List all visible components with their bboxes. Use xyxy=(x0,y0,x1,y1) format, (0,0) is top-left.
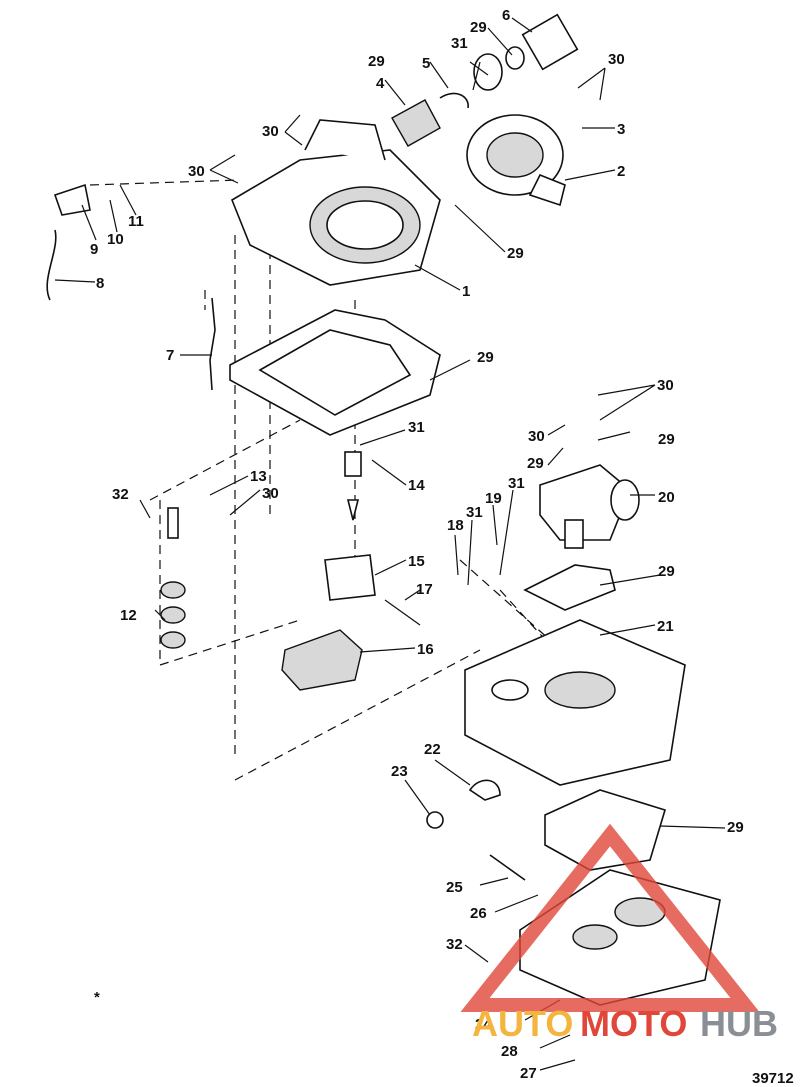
watermark-text-auto: AUTO xyxy=(472,1003,573,1044)
callout-28: 28 xyxy=(501,1043,518,1060)
callout-29-d: 29 xyxy=(477,349,494,366)
part-float xyxy=(281,629,363,691)
callout-29-c: 29 xyxy=(507,245,524,262)
callout-15: 15 xyxy=(408,553,425,570)
callout-31-a: 31 xyxy=(451,35,468,52)
callout-10: 10 xyxy=(107,231,124,248)
watermark-triangle-icon xyxy=(460,823,760,1012)
part-inlet-nut xyxy=(473,13,579,91)
callout-29-b: 29 xyxy=(368,53,385,70)
part-throttle-lever xyxy=(468,779,501,801)
callout-32-a: 32 xyxy=(112,486,129,503)
part-metering-rod-holder xyxy=(539,464,640,549)
callout-labels: 1 2 3 4 5 6 7 8 9 10 11 12 13 14 15 16 1… xyxy=(90,7,744,1082)
callout-14: 14 xyxy=(408,477,425,494)
part-float-hinge xyxy=(324,554,421,626)
callout-30-b: 30 xyxy=(262,123,279,140)
part-pump-gasket xyxy=(523,564,616,611)
part-air-horn xyxy=(231,119,441,286)
callout-31-d: 31 xyxy=(508,475,525,492)
callout-21: 21 xyxy=(657,618,674,635)
callout-13: 13 xyxy=(250,468,267,485)
callout-17: 17 xyxy=(416,581,433,598)
callout-20: 20 xyxy=(658,489,675,506)
callout-25: 25 xyxy=(446,879,463,896)
callout-31-c: 31 xyxy=(466,504,483,521)
callout-5: 5 xyxy=(422,55,430,72)
figure-number: 39712 xyxy=(752,1070,794,1087)
callout-29-g: 29 xyxy=(658,563,675,580)
callout-19: 19 xyxy=(485,490,502,507)
callout-30-c: 30 xyxy=(188,163,205,180)
watermark-text-moto: MOTO xyxy=(580,1003,687,1044)
callout-4: 4 xyxy=(376,75,385,92)
callout-2: 2 xyxy=(617,163,625,180)
callout-29-e: 29 xyxy=(527,455,544,472)
callout-11: 11 xyxy=(128,213,144,230)
callout-24: 24 xyxy=(475,1016,492,1033)
part-choke-rod xyxy=(46,183,91,301)
callout-6: 6 xyxy=(502,7,510,24)
part-idle-screw xyxy=(426,811,526,881)
callout-26: 26 xyxy=(470,905,487,922)
part-needle-seat xyxy=(344,451,362,521)
part-gasket-top xyxy=(229,309,441,436)
callout-18: 18 xyxy=(447,517,464,534)
callout-29-f: 29 xyxy=(658,431,675,448)
callout-16: 16 xyxy=(417,641,434,658)
callout-29-h: 29 xyxy=(727,819,744,836)
callout-30-a: 30 xyxy=(608,51,625,68)
callout-7: 7 xyxy=(166,347,174,364)
part-choke-housing xyxy=(466,114,566,207)
callout-30-f: 30 xyxy=(262,485,279,502)
callout-12: 12 xyxy=(120,607,137,624)
callout-32-b: 32 xyxy=(446,936,463,953)
part-fuel-filter xyxy=(391,92,469,147)
part-pump-plunger xyxy=(160,507,186,649)
leader-lines xyxy=(54,17,726,1071)
callout-22: 22 xyxy=(424,741,441,758)
callout-23: 23 xyxy=(391,763,408,780)
callout-30-d: 30 xyxy=(657,377,674,394)
watermark-logo: AUTO MOTO HUB xyxy=(460,823,778,1044)
watermark-text-hub: HUB xyxy=(700,1003,778,1044)
callout-29-a: 29 xyxy=(470,19,487,36)
callout-9: 9 xyxy=(90,241,98,258)
callout-3: 3 xyxy=(617,121,625,138)
callout-1: 1 xyxy=(462,283,470,300)
callout-8: 8 xyxy=(96,275,104,292)
part-float-bowl xyxy=(464,619,686,786)
callout-30-e: 30 xyxy=(528,428,545,445)
part-pump-rod xyxy=(209,297,216,391)
part-base-gasket xyxy=(544,789,666,871)
asterisk-mark: * xyxy=(94,989,100,1006)
callout-31-b: 31 xyxy=(408,419,425,436)
alignment-lines xyxy=(89,179,601,781)
callout-27: 27 xyxy=(520,1065,537,1082)
